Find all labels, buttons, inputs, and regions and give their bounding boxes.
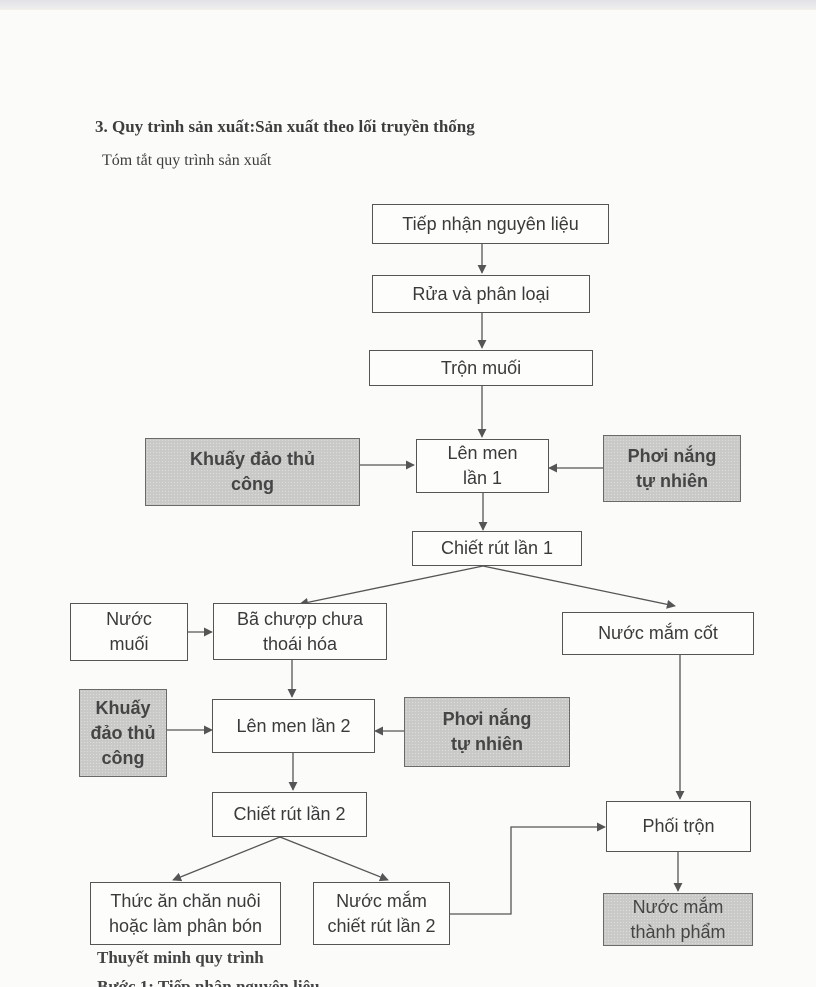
node-label-line: Khuấy đảo thủ (190, 449, 315, 469)
node-khuay-dao-thu-cong-1: Khuấy đảo thủ công (145, 438, 360, 506)
node-nuoc-mam-cot: Nước mắm cốt (562, 612, 754, 655)
arrow-chiet-rut-1-to-ba-chuop (299, 565, 484, 607)
node-label-line: hoặc làm phân bón (108, 915, 263, 936)
node-label: Tiếp nhận nguyên liệu (402, 213, 579, 234)
node-len-men-lan-1: Lên men lần 1 (416, 439, 549, 493)
node-len-men-lan-2: Lên men lần 2 (212, 699, 375, 753)
node-label: Phối trộn (642, 816, 715, 836)
section-heading: 3. Quy trình sản xuất:Sản xuất theo lối … (95, 117, 475, 136)
clipped-next-line: Bước 1: Tiếp nhận nguyên liệu (97, 977, 320, 987)
node-label-line: Lên men (447, 443, 518, 463)
node-label-line: muối (109, 634, 149, 654)
node-rua-va-phan-loai: Rửa và phân loại (372, 275, 590, 313)
node-label-line: thành phẩm (630, 921, 726, 942)
node-label-line: tự nhiên (450, 734, 523, 754)
node-chiet-rut-lan-1: Chiết rút lần 1 (412, 531, 582, 566)
node-label-line: Nước (106, 609, 152, 629)
node-nuoc-mam-chiet-rut-lan-2: Nước mắm chiết rút lần 2 (313, 882, 450, 945)
arrow-chiet-rut-2-to-nuoc-mam-cr2 (279, 836, 389, 882)
node-tiep-nhan-nguyen-lieu: Tiếp nhận nguyên liệu (372, 204, 609, 244)
node-label-line: đảo thủ (90, 722, 156, 743)
node-label: Chiết rút lần 1 (440, 538, 554, 558)
section-title: Thuyết minh quy trình (97, 948, 264, 967)
arrow-chiet-rut-1-to-nuoc-mam-cot (482, 565, 676, 609)
node-thuc-an-chan-nuoi: Thức ăn chăn nuôi hoặc làm phân bón (90, 882, 281, 945)
node-nuoc-muoi: Nước muối (70, 603, 188, 661)
node-label-line: Nước mắm (632, 896, 724, 917)
node-chiet-rut-lan-2: Chiết rút lần 2 (212, 792, 367, 837)
node-label: Nước mắm cốt (598, 623, 718, 643)
node-label-line: Bã chượp chưa (237, 608, 363, 629)
node-label-line: thoái hóa (262, 633, 338, 654)
subheading: Tóm tắt quy trình sản xuất (102, 152, 272, 169)
node-label-line: Nước mắm (336, 890, 427, 911)
node-phoi-nang-tu-nhien-2: Phơi nắng tự nhiên (404, 697, 570, 767)
node-label-line: Phơi nắng (442, 709, 532, 729)
arrow-nuoc-mam-cr2-to-phoi-tron (450, 822, 606, 915)
node-nuoc-mam-thanh-pham: Nước mắm thành phẩm (603, 893, 753, 946)
top-edge-bar (0, 0, 816, 10)
node-label-line: tự nhiên (635, 470, 708, 491)
node-label-line: Phơi nắng (627, 445, 717, 466)
node-label-line: lần 1 (462, 468, 503, 488)
node-ba-chuop-chua-thoai-hoa: Bã chượp chưa thoái hóa (213, 603, 387, 660)
node-phoi-tron: Phối trộn (606, 801, 751, 852)
node-tron-muoi: Trộn muối (369, 350, 593, 386)
node-label: Lên men lần 2 (236, 715, 351, 736)
node-label: Trộn muối (440, 357, 522, 378)
node-label: Chiết rút lần 2 (233, 804, 346, 824)
node-label: Rửa và phân loại (412, 283, 550, 304)
node-label-line: công (231, 474, 274, 494)
node-label-line: chiết rút lần 2 (327, 915, 436, 936)
node-khuay-dao-thu-cong-2: Khuấy đảo thủ công (79, 689, 167, 777)
node-label-line: Thức ăn chăn nuôi (110, 890, 261, 911)
node-label-line: công (101, 747, 145, 768)
node-label-line: Khuấy (95, 697, 151, 718)
arrow-chiet-rut-2-to-thuc-an (172, 836, 281, 882)
node-phoi-nang-tu-nhien-1: Phơi nắng tự nhiên (603, 435, 741, 502)
